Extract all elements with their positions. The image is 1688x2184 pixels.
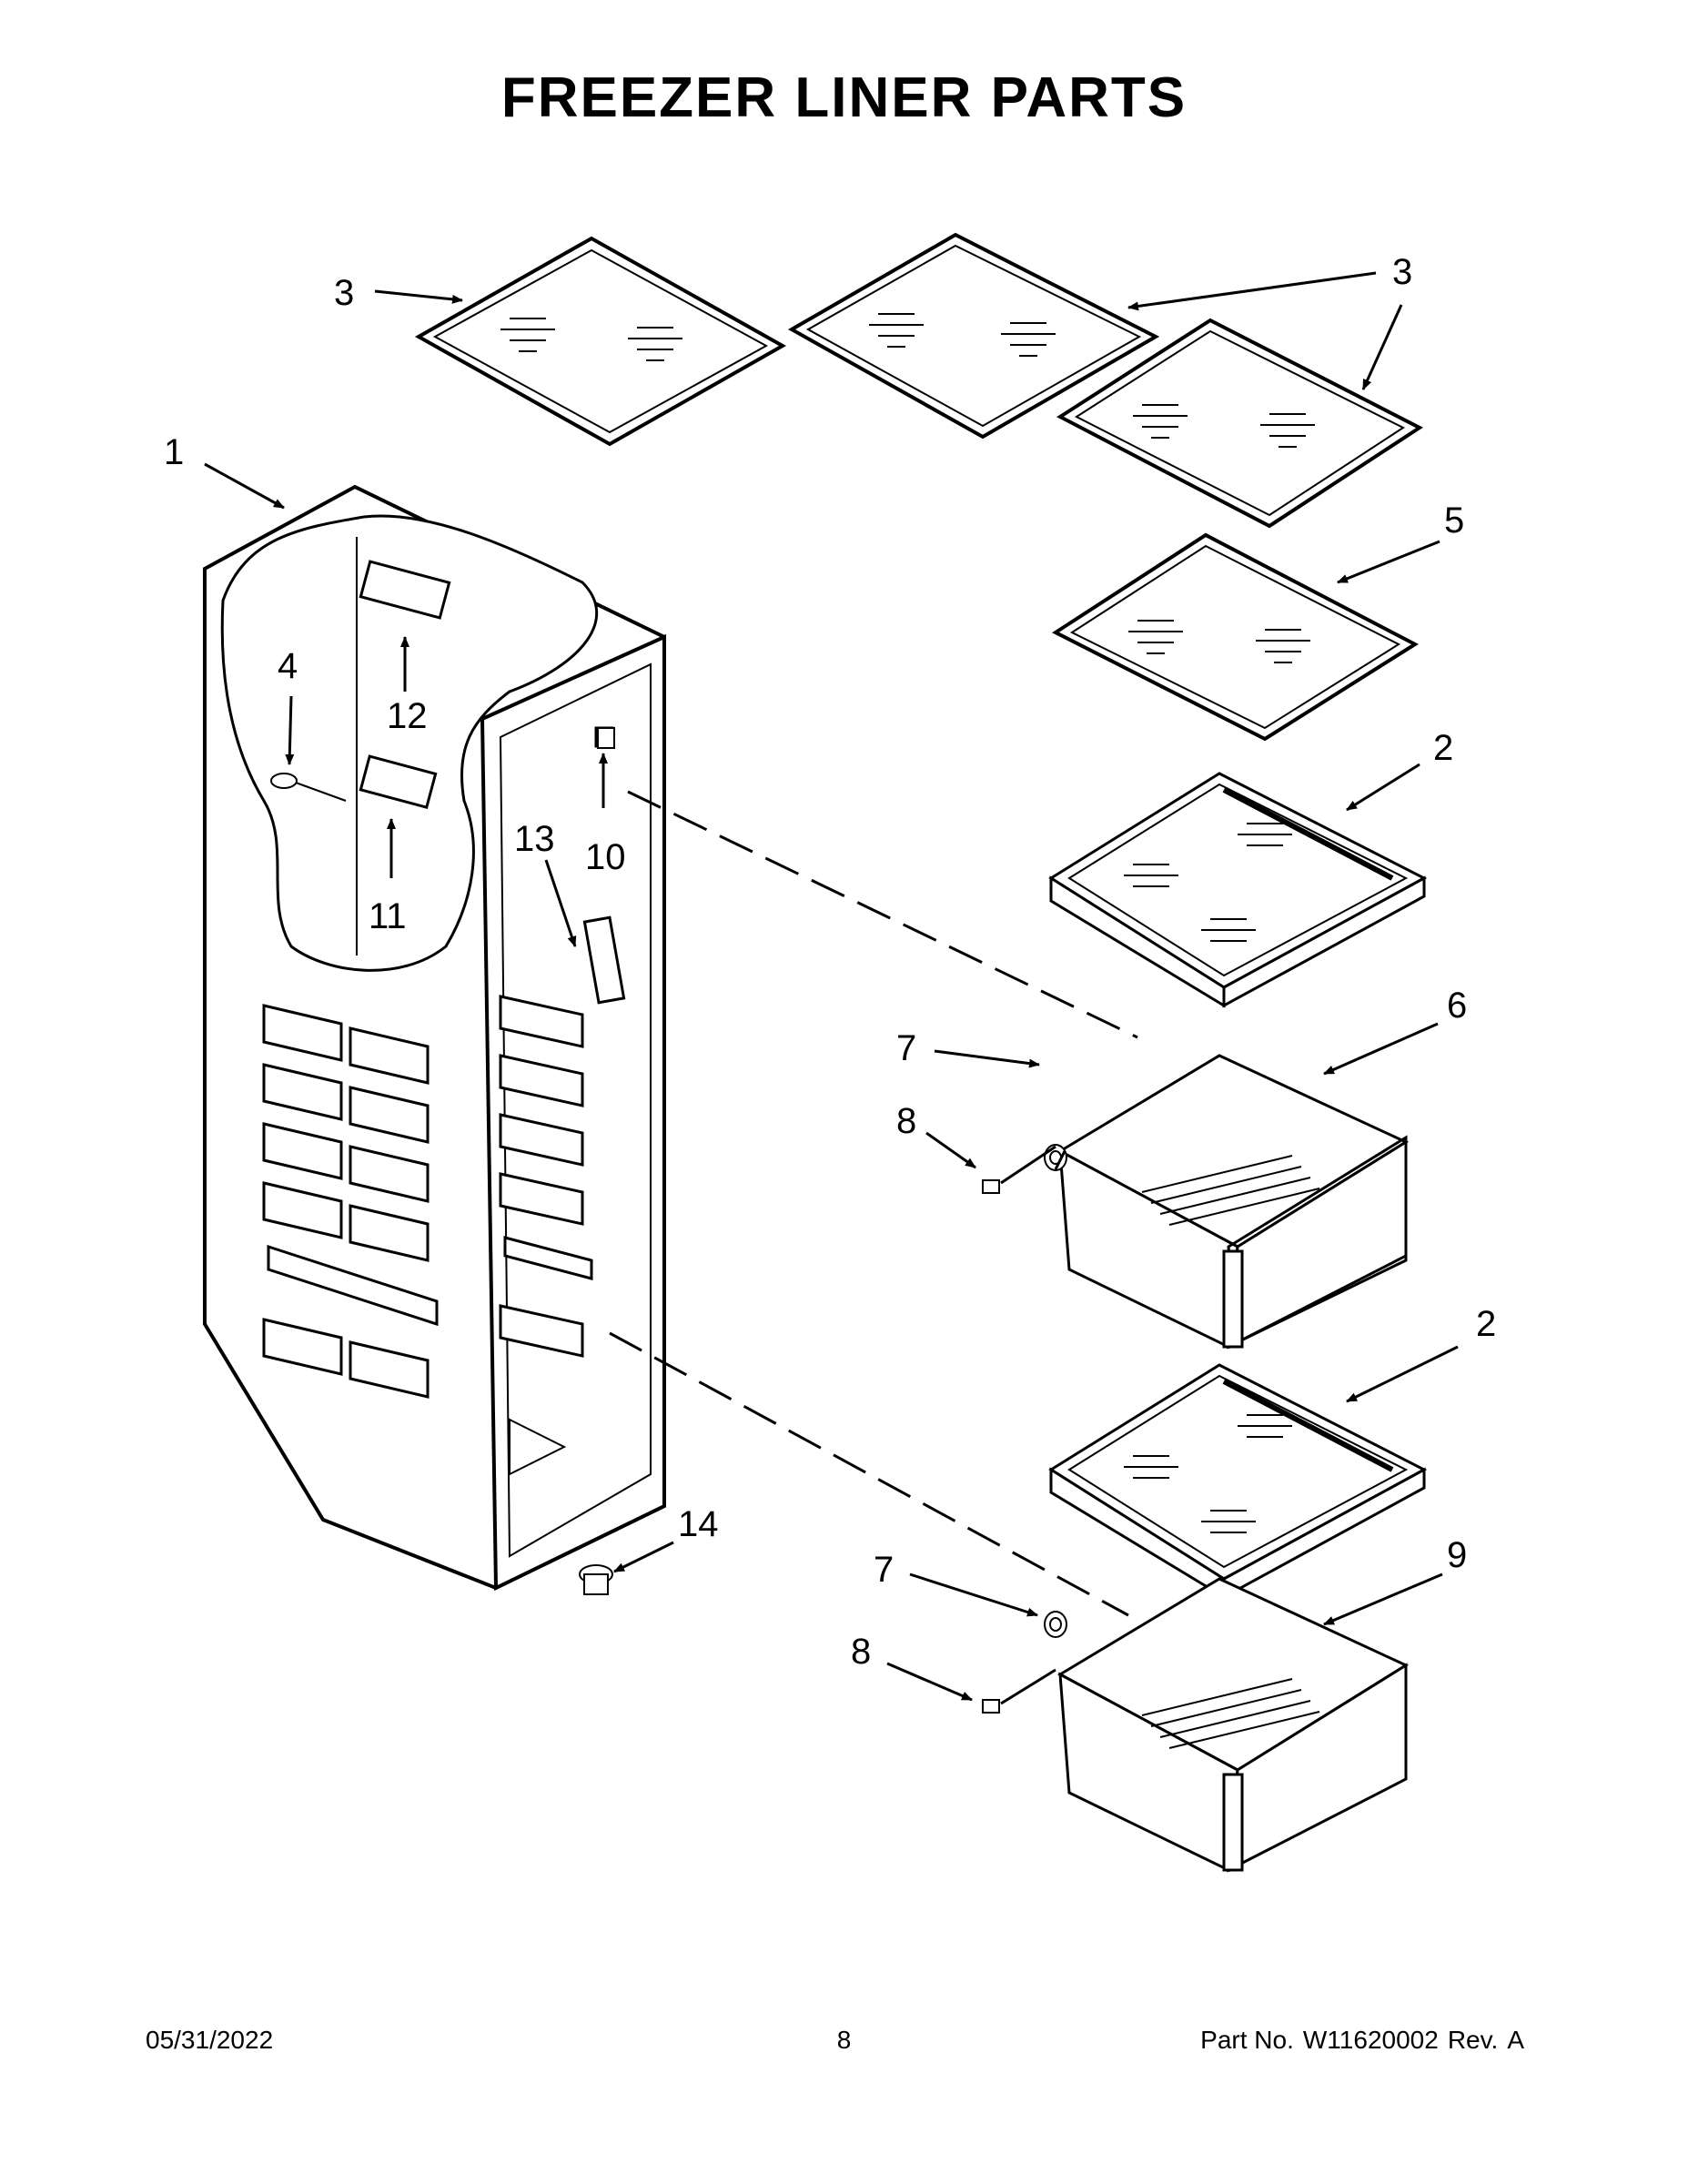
callout-12: 12 [387,696,428,736]
callout-8: 8 [896,1101,916,1141]
callout-4: 4 [278,646,298,686]
callout-8: 8 [851,1632,871,1672]
page-title: FREEZER LINER PARTS [500,66,1188,129]
shelf-glass-3c [1056,318,1423,529]
thermistor-4 [270,773,298,789]
footer-page-number: 8 [836,2026,852,2054]
rev-value: A [1507,2026,1524,2054]
shelf-glass-3a [414,236,787,447]
callout-10: 10 [585,837,626,877]
callout-1: 1 [164,432,184,472]
small-parts [270,727,1067,1714]
rev-label: Rev. [1447,2026,1499,2054]
callout-labels: 3 3 1 4 5 12 11 10 13 2 6 7 8 2 14 9 7 8 [164,252,1496,1672]
callout-13: 13 [514,819,555,859]
part-label: Part No. [1200,2026,1294,2054]
part-number: W11620002 [1302,2026,1439,2054]
freezer-liner-1 [203,484,666,1592]
screw-8a [982,1179,1000,1194]
callout-7: 7 [896,1028,916,1068]
callout-3: 3 [1392,252,1412,292]
screw-8b [982,1699,1000,1714]
shelf-glass-5 [1052,532,1420,742]
shelf-glass-3b [787,232,1160,440]
switch-10 [597,727,615,749]
callout-3: 3 [334,273,354,313]
footer-part-number: Part No. W11620002 Rev. A [1191,2026,1524,2055]
callout-5: 5 [1444,500,1464,541]
framed-shelf-2b [1048,1363,1428,1600]
callout-9: 9 [1447,1535,1467,1575]
callout-7: 7 [874,1550,894,1590]
callout-2: 2 [1433,728,1453,768]
callout-2: 2 [1476,1304,1496,1344]
callout-arrows [204,271,1459,1702]
callout-6: 6 [1447,986,1467,1026]
freezer-bin-6 [1056,1054,1410,1350]
callout-11: 11 [369,896,407,936]
footer-date: 05/31/2022 [146,2026,274,2054]
framed-shelf-2a [1048,772,1428,1008]
freezer-bin-9 [1056,1577,1410,1873]
callout-14: 14 [678,1504,719,1544]
dashed-leaders [609,790,1138,1705]
